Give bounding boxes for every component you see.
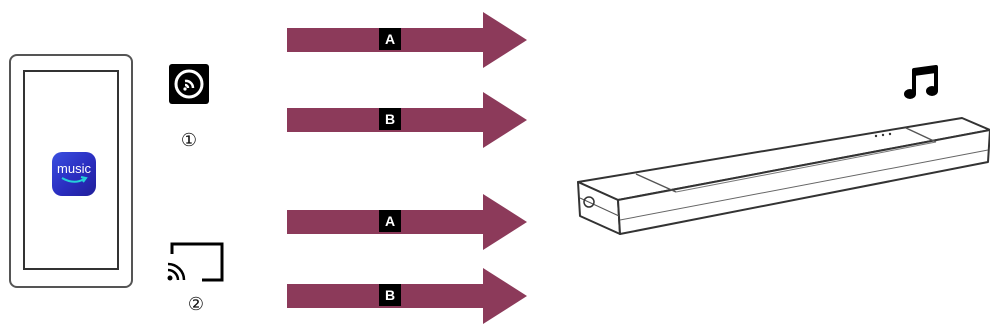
method-number-1: ① (180, 130, 198, 150)
arrow-label: A (379, 28, 401, 50)
arrow-a-method-1: A (287, 12, 527, 68)
app-label: music (57, 161, 91, 176)
amazon-music-app-icon[interactable]: music (52, 152, 96, 196)
phone-screen: music (23, 70, 119, 270)
arrow-label: B (379, 284, 401, 306)
arrow-label: A (379, 210, 401, 232)
arrow-b-method-1: B (287, 92, 527, 148)
arrow-b-method-2: B (287, 268, 527, 324)
method-number-2: ② (187, 294, 205, 314)
music-app-cast-icon (169, 64, 209, 104)
music-note-icon (902, 64, 942, 104)
soundbar (576, 110, 991, 236)
arrow-a-method-2: A (287, 194, 527, 250)
smartphone: music (9, 54, 133, 288)
screen-cast-icon (166, 240, 226, 284)
smile-arrow-icon (61, 176, 88, 183)
arrow-label: B (379, 108, 401, 130)
